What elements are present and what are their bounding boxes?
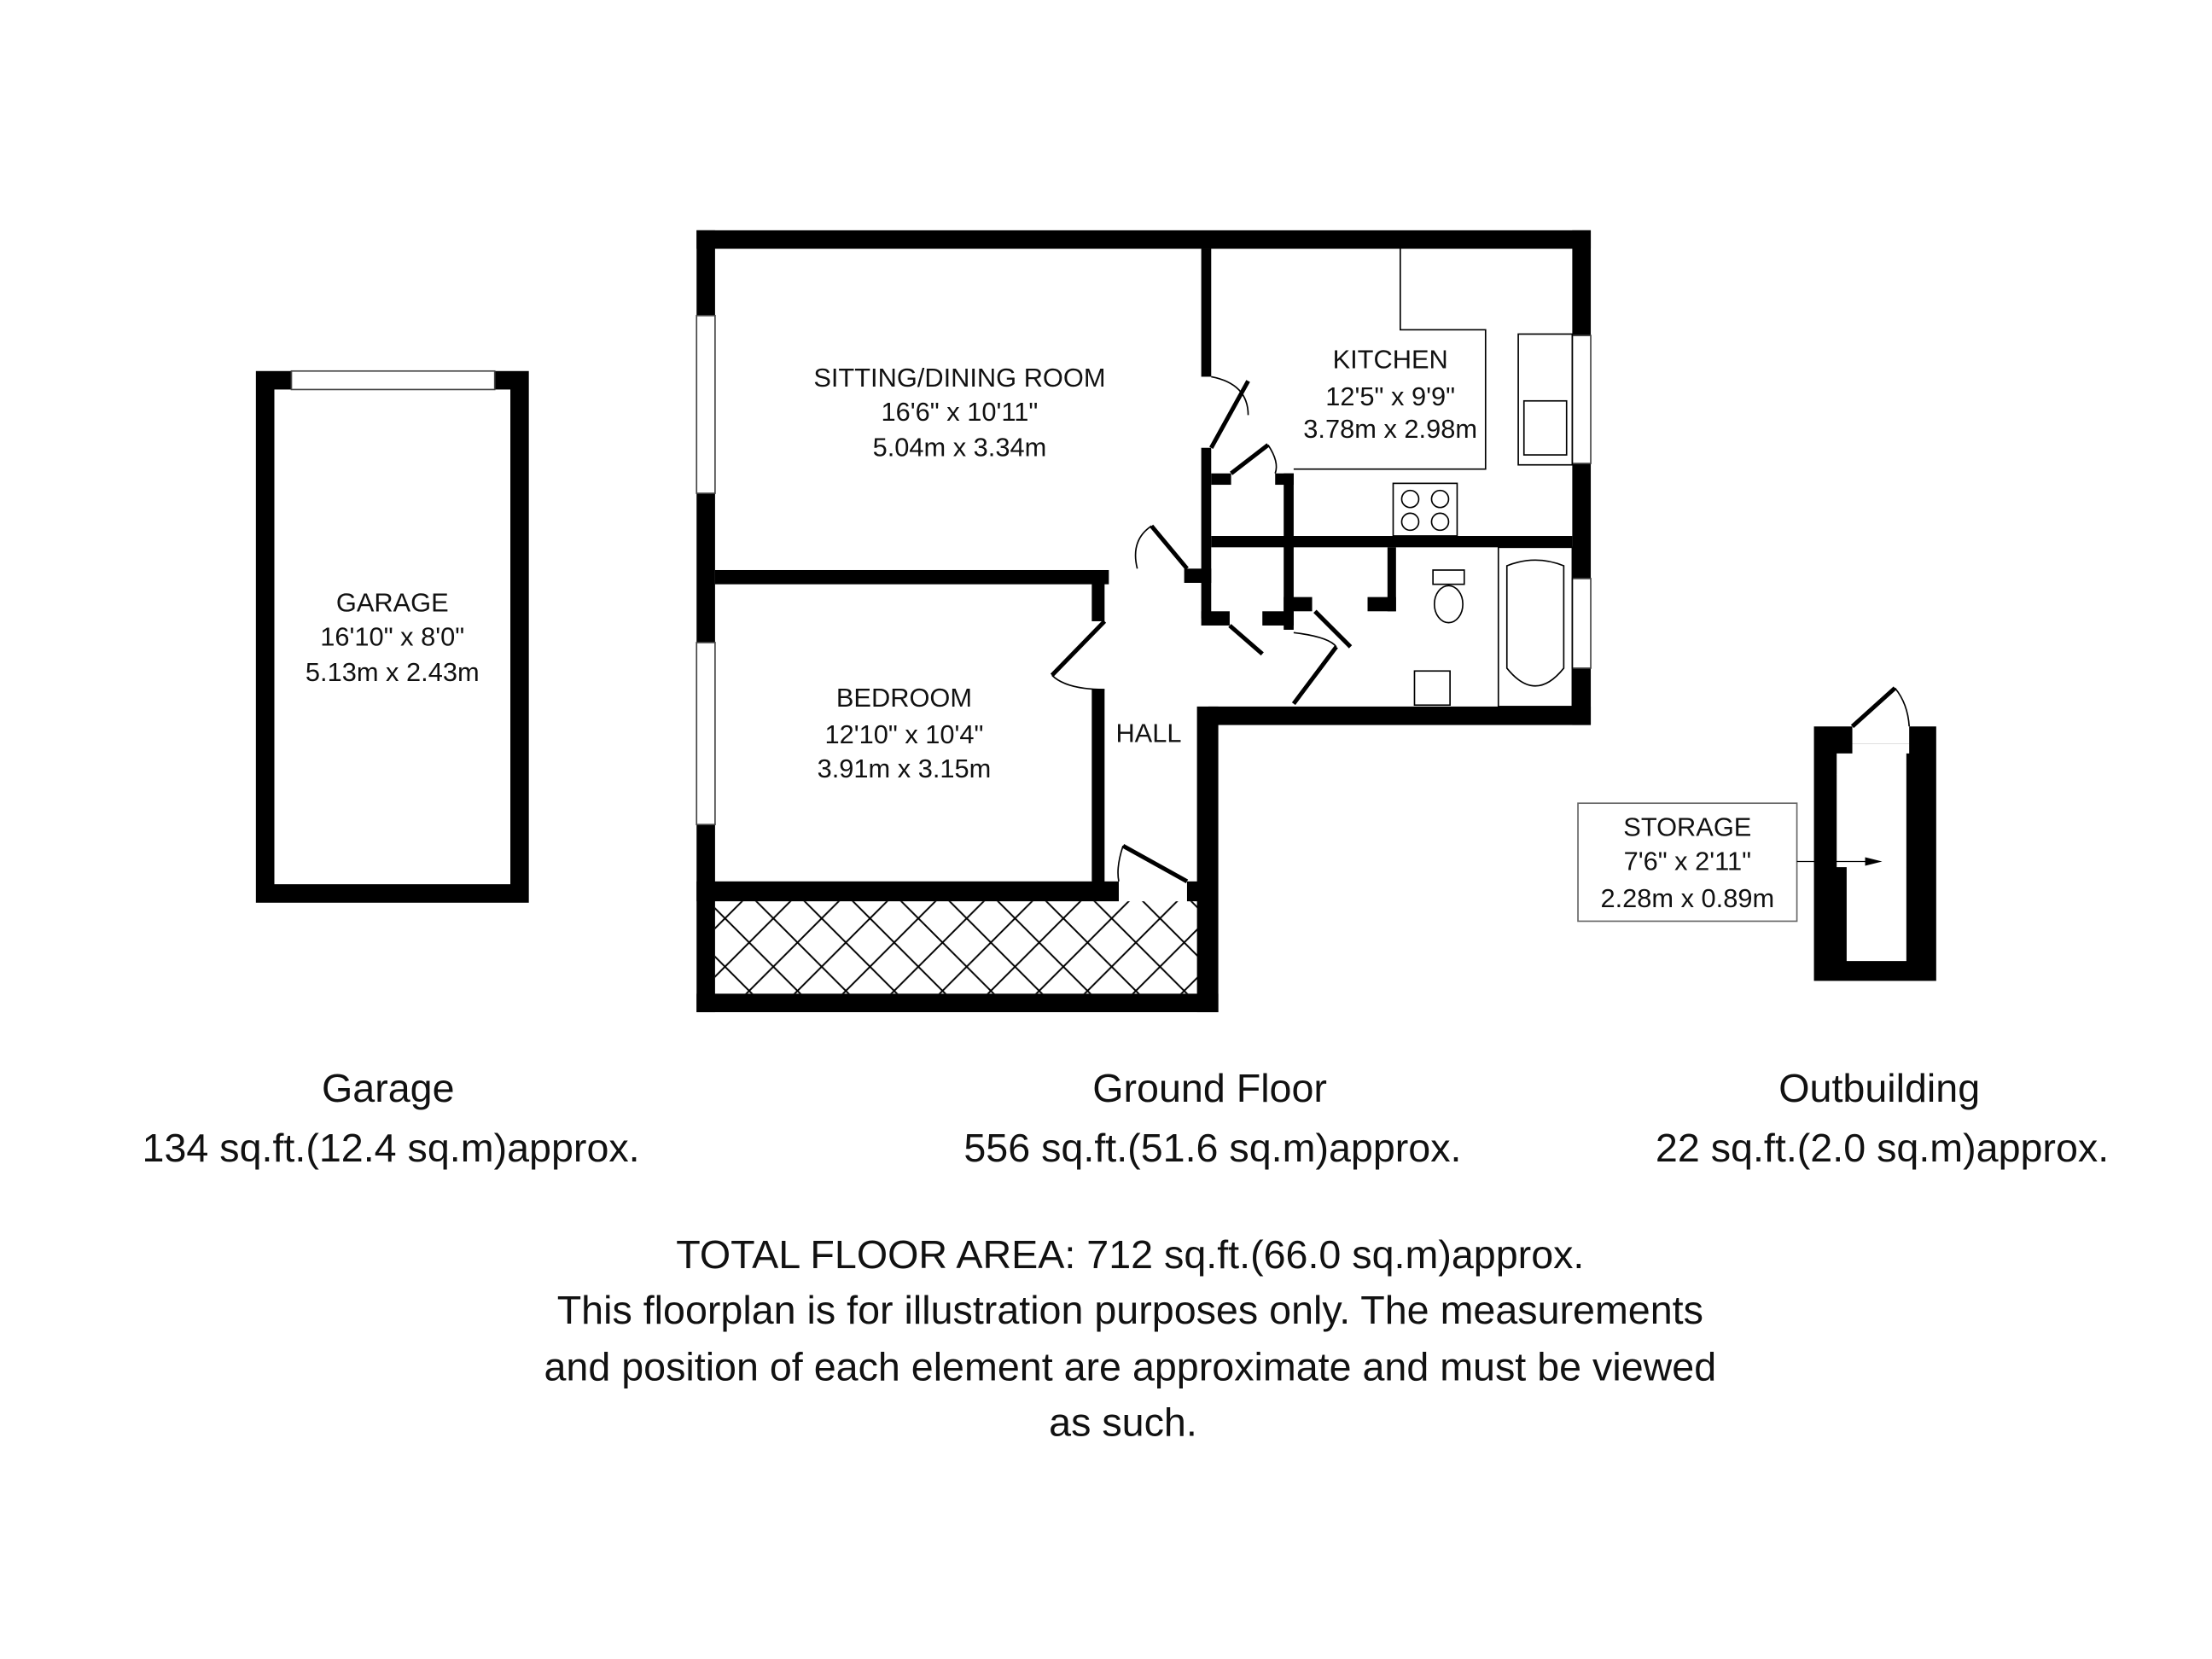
ground-floor-title: Ground Floor [1092, 1066, 1327, 1110]
hall-name: HALL [1115, 719, 1181, 748]
garage-title: Garage [322, 1066, 455, 1110]
sitting-imperial: 16'6" x 10'11" [882, 397, 1039, 427]
arrow-icon [1865, 857, 1883, 866]
bedroom-window [696, 642, 716, 826]
bedroom-name: BEDROOM [836, 683, 972, 713]
storage-metric: 2.28m x 0.89m [1600, 883, 1774, 913]
outbuilding-title: Outbuilding [1778, 1066, 1980, 1110]
hob-icon [1392, 482, 1458, 537]
garage-name: GARAGE [336, 587, 449, 617]
sitting-metric: 5.04m x 3.34m [873, 433, 1047, 463]
garage-area: 134 sq.ft.(12.4 sq.m)approx. [143, 1126, 640, 1170]
bath-icon [1497, 546, 1574, 707]
basin-icon [1413, 670, 1451, 707]
bathroom-window [1571, 578, 1592, 669]
kitchen-name: KITCHEN [1333, 344, 1448, 374]
outbuilding-area: 22 sq.ft.(2.0 sq.m)approx. [1656, 1126, 2109, 1170]
storage-imperial: 7'6" x 2'11" [1624, 846, 1751, 876]
bedroom-imperial: 12'10" x 10'4" [824, 719, 983, 749]
sitting-name: SITTING/DINING ROOM [813, 363, 1105, 393]
kitchen-metric: 3.78m x 2.98m [1303, 414, 1477, 444]
balcony [714, 901, 1202, 994]
garage-metric: 5.13m x 2.43m [306, 657, 480, 687]
disclaimer-line-1: This floorplan is for illustration purpo… [557, 1288, 1703, 1332]
kitchen-window [1571, 335, 1592, 464]
outbuilding-plan: STORAGE 7'6" x 2'11" 2.28m x 0.89m [1577, 686, 1936, 981]
garage-plan: GARAGE 16'10" x 8'0" 5.13m x 2.43m [255, 370, 529, 903]
storage-name: STORAGE [1623, 812, 1751, 841]
disclaimer-line-3: as such. [1049, 1400, 1197, 1444]
storage-label-box [1577, 802, 1798, 923]
garage-imperial: 16'10" x 8'0" [320, 621, 464, 651]
disclaimer-line-2: and position of each element are approxi… [544, 1345, 1716, 1389]
total-area: TOTAL FLOOR AREA: 712 sq.ft.(66.0 sq.m)a… [676, 1232, 1584, 1277]
kitchen-imperial: 12'5" x 9'9" [1325, 381, 1455, 411]
garage-window [290, 370, 496, 391]
ground-floor-plan: SITTING/DINING ROOM 16'6" x 10'11" 5.04m… [696, 230, 1592, 1013]
bedroom-metric: 3.91m x 3.15m [818, 754, 992, 783]
sitting-window [696, 314, 716, 494]
ground-floor-area: 556 sq.ft.(51.6 sq.m)approx. [963, 1126, 1461, 1170]
toilet-icon [1433, 585, 1464, 624]
